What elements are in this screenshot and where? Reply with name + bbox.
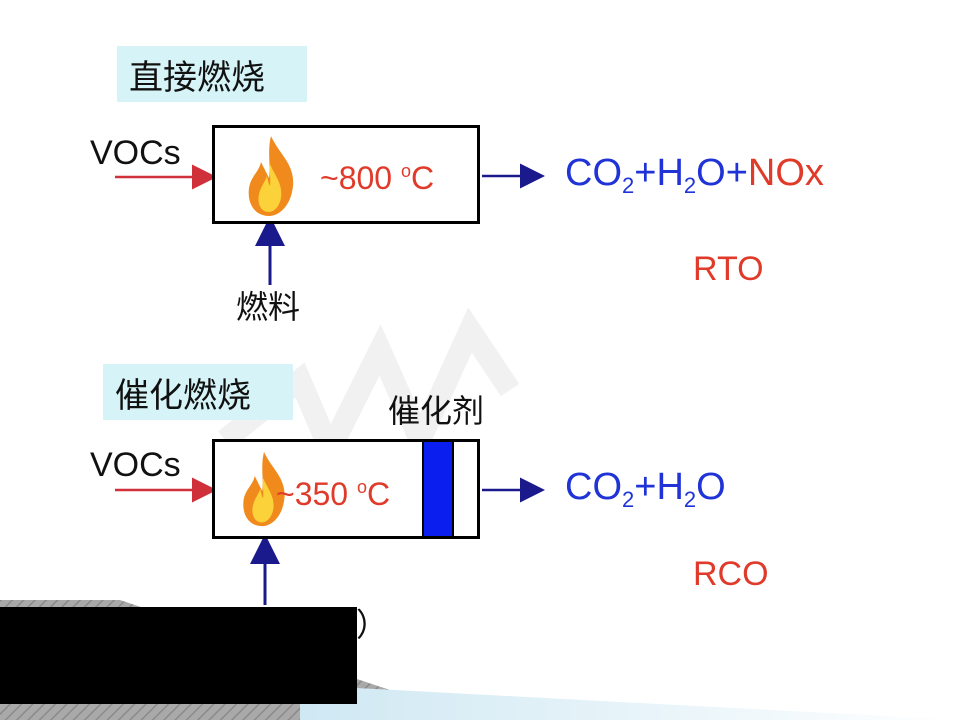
vocs-input-label-catalytic: VOCs bbox=[90, 446, 181, 484]
flame-icon bbox=[243, 451, 285, 527]
catalyst-bed bbox=[422, 442, 454, 536]
products-direct: CO2+H2O+NOx bbox=[565, 152, 824, 198]
slide-footer-decoration bbox=[0, 600, 960, 720]
products-catalytic: CO2+H2O bbox=[565, 466, 726, 512]
watermark bbox=[218, 307, 520, 477]
flame-icon bbox=[248, 136, 294, 216]
direct-combustion-title: 直接燃烧 bbox=[117, 46, 307, 102]
temperature-direct: ~800 oC bbox=[320, 160, 435, 196]
rto-tag: RTO bbox=[693, 250, 764, 288]
fuel-label-direct: 燃料 bbox=[236, 288, 301, 326]
catalytic-combustion-title: 催化燃烧 bbox=[103, 364, 293, 420]
catalyst-label: 催化剂 bbox=[388, 392, 485, 430]
vocs-input-label-direct: VOCs bbox=[90, 134, 181, 172]
temperature-catalytic: ~350 oC bbox=[276, 476, 391, 512]
rco-tag: RCO bbox=[693, 555, 769, 593]
